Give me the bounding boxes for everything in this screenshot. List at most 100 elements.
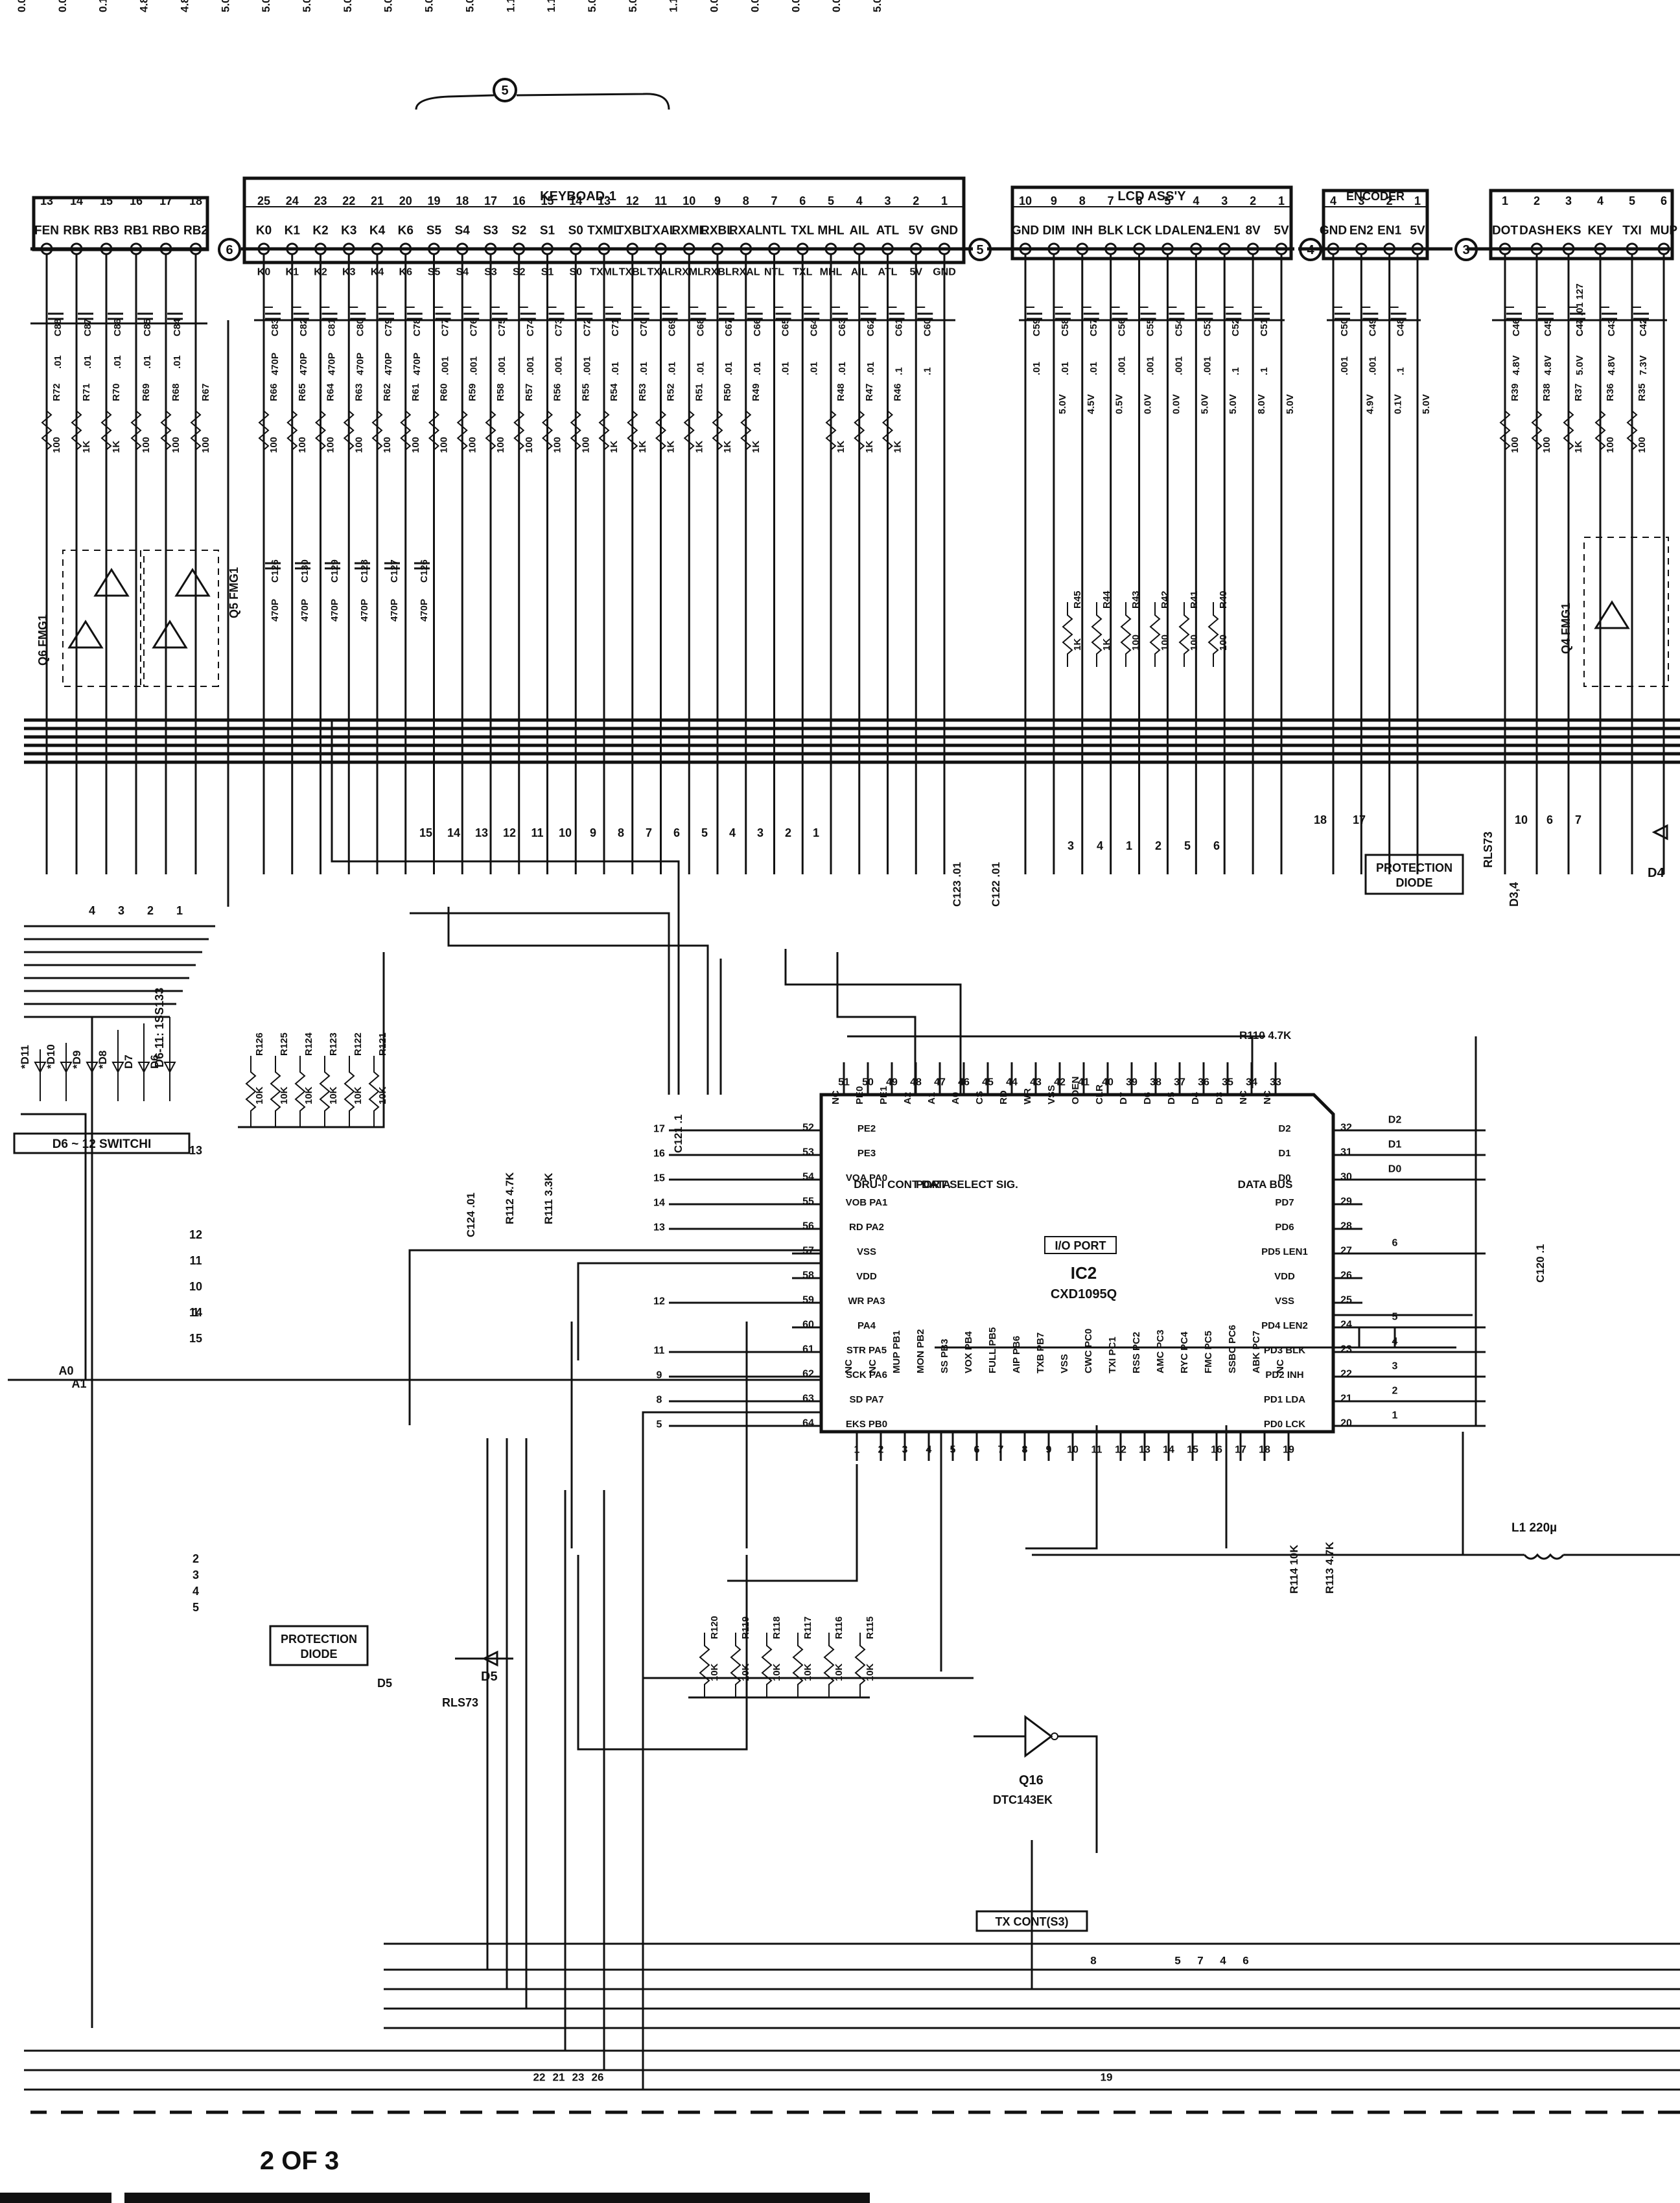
lh-pin-name: RBK [63, 224, 89, 238]
kb-cap-val: .001 [496, 356, 508, 375]
ic-right-pin-name: D1 [1278, 1148, 1290, 1159]
kb-cap-val: 470P [270, 353, 281, 375]
ic-left-pin-name: VOA PA0 [846, 1172, 887, 1183]
ic-bottom-pin-num: 14 [1163, 1445, 1174, 1456]
bus-num-mid: 6 [673, 826, 680, 839]
bus-num-right: 7 [1575, 813, 1581, 826]
kb-pin-num: 4 [856, 194, 863, 207]
kb-pin-name: GND [931, 224, 958, 238]
ic-right-pin-name: D0 [1278, 1172, 1290, 1183]
kb-cap-val: 470P [412, 353, 423, 375]
lh-res-ref: R68 [170, 383, 181, 401]
ic-right-pin-name: PD1 LDA [1264, 1394, 1305, 1405]
kb-pin-name: ATL [876, 224, 900, 238]
lh-pin-num: 15 [100, 194, 113, 207]
kb-cap-ref: C76 [468, 318, 479, 336]
ic-top-pin-name: D4 [1190, 1091, 1201, 1104]
ic-bottom-pin-name: FMC PC5 [1203, 1331, 1214, 1373]
pullup-val: 10K [328, 1086, 339, 1104]
ic-bottom-pin-name: NC [867, 1359, 878, 1373]
ic-top-pin-num: 45 [982, 1077, 994, 1088]
ic-top-pin-name: A1 [926, 1092, 937, 1104]
kb-res-ref: R54 [609, 383, 620, 401]
group-markers: 6 5 4 3 5 [218, 78, 1478, 261]
kb-cap-ref: C73 [554, 318, 565, 336]
lcd-pin-num: 4 [1193, 194, 1199, 207]
ic-left-pin-num: 59 [802, 1295, 814, 1306]
bus-num-mid: 13 [475, 826, 488, 839]
lcd-pin-name: BLK [1098, 224, 1123, 238]
keyboard-wiring: K0C83470PR66100K1C82470PR65100K2C81470PR… [257, 254, 956, 874]
ic-right-pin-name: PD6 [1275, 1222, 1294, 1233]
ic-left-pin-num: 55 [802, 1196, 814, 1207]
kb-cap-val: .01 [865, 362, 876, 375]
rh-pin-name: TXI [1622, 224, 1642, 238]
bus-num-enc: 17 [1353, 813, 1366, 826]
left-bus-small: 1 [176, 904, 183, 917]
kb-pin-name: S5 [426, 224, 442, 238]
bus-num-mid: 11 [531, 826, 543, 839]
kb-res-val: 1K [864, 441, 875, 453]
kb-pin-num: 11 [655, 194, 667, 207]
kb-res-val: 100 [467, 437, 478, 453]
kb-res-val: 100 [297, 437, 308, 453]
ic-bottom-pin-name: NC [843, 1359, 854, 1373]
lh-cap-ref: C86 [112, 318, 123, 336]
pullup-ref: R122 [353, 1032, 364, 1056]
kb-pin-num: 20 [399, 194, 412, 207]
lcd-pin-name: GND [1012, 224, 1039, 238]
ic-right-pin-num: 23 [1340, 1344, 1352, 1355]
lh-res-ref: R67 [200, 383, 211, 401]
rh-pin-num: 3 [1565, 194, 1572, 207]
lcd-cap-ref: C55 [1145, 318, 1156, 336]
kb-pin-name: S1 [540, 224, 555, 238]
kb-cap-ref: C66 [752, 318, 763, 336]
kb-pin-num: 3 [884, 194, 891, 207]
kb-lower-cap-val: 470P [329, 599, 340, 622]
kb-pin-num: 13 [598, 194, 611, 207]
ic-right-ext: D0 [1388, 1164, 1402, 1175]
ic-top-pin-name: CS [974, 1091, 985, 1104]
left-bus-num: 1 [192, 1306, 199, 1319]
top-voltage: 0.0V [56, 0, 69, 12]
lcd-cap-val: .001 [1202, 356, 1213, 375]
q16-label: Q16 [1019, 1773, 1044, 1788]
ic-left-pin-name: WR PA3 [848, 1296, 885, 1307]
kb-res-ref: R61 [410, 383, 421, 401]
top-voltage: 5.0V [301, 0, 313, 12]
ic-right-pin-name: PD7 [1275, 1197, 1294, 1208]
rh-res-ref: R35 [1637, 383, 1648, 401]
ic-top-pin-name: VSS [1046, 1085, 1057, 1104]
lcd-res-ref: R41 [1189, 590, 1200, 609]
tx-num: 7 [1197, 1954, 1203, 1966]
rh-cap-ref: C44 [1574, 318, 1585, 336]
bus-num-enc: 18 [1314, 813, 1327, 826]
ground-rails [30, 319, 1667, 907]
lcd-cap-val: .01 [1060, 362, 1071, 375]
kb-res-val: 100 [353, 437, 364, 453]
ic-left-pin-name: PA4 [858, 1320, 876, 1331]
kb-res-val: 100 [495, 437, 506, 453]
lh-cap-val: .01 [142, 355, 153, 369]
enc-volt: 5.0V [1421, 394, 1432, 414]
top-voltage: 1.1V [545, 0, 557, 12]
ic-bottom-pin-num: 1 [854, 1445, 860, 1456]
kb-lower-cap-val: 470P [389, 599, 400, 622]
kb-pin-name: K3 [341, 224, 356, 238]
ic2-function: I/O PORT [1055, 1239, 1106, 1252]
pd-right-part: RLS73 [1482, 832, 1495, 868]
kb-res-ref: R46 [892, 383, 904, 401]
ic-right-pin-name: VDD [1274, 1271, 1295, 1282]
rh-cap-ref: C45 [1543, 318, 1554, 336]
lcd-cap-val: .001 [1173, 356, 1184, 375]
bottom-ext: 19 [1101, 2071, 1113, 2083]
lh-cap-val: .01 [172, 355, 183, 369]
kb-pin-name: S4 [455, 224, 471, 238]
kb-res-val: 1K [722, 441, 733, 453]
bus-num-mid: 4 [729, 826, 736, 839]
pd-left-l1: PROTECTION [281, 1633, 357, 1646]
lcd-pin-num: 6 [1136, 194, 1143, 207]
rh-res-val: 100 [1605, 437, 1616, 453]
